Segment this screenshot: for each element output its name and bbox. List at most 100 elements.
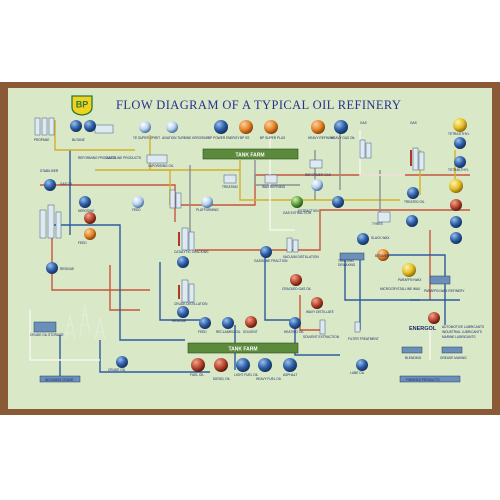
sphere-bp-super-plus [264,120,278,134]
label-treating: TREATING [222,185,238,189]
sphere-treated-oil-top [407,187,419,199]
label-propane: PROPANE [34,138,49,142]
label-vaporising-oil: VAPORISING OIL [148,164,174,168]
sphere-treated-oil [406,215,418,227]
label-microcrystalline-wax: MICROCRYSTALLINE WAX [380,287,421,291]
sphere-kerosine [79,196,91,208]
label-crude-distillation: CRUDE DISTILLATION [174,302,208,306]
sphere-platforming [201,196,213,208]
label-lube-oil: LUBE OIL [350,371,365,375]
label-heavy-refining: HEAVY REFINING [308,136,335,140]
bp-logo: BP [70,94,94,116]
sphere-energol [428,312,440,324]
label-treating-bottom: TREATING [338,259,354,263]
label-reforming-products: REFORMING PRODUCTS [78,156,116,160]
sphere-solvent [245,316,257,328]
sphere-residue [177,306,189,318]
label-gasoline-products: GASOLINE PRODUCTS [106,156,141,160]
sphere-asphalt [283,358,297,372]
label-feed-lower: FEED [198,330,207,334]
label-residue-left: RESIDUE [60,267,74,271]
bp-logo-text: BP [76,100,89,110]
sphere-heating-oil [289,317,301,329]
label-aviation-kerosine: AVIATION TURBINE KEROSINE [162,136,209,140]
sphere-bp-ss [239,120,253,134]
sphere-gas-oil [44,179,56,191]
label-bp-power: BP POWER ENERGY [208,136,240,140]
sphere-cracked-gas-oil [290,274,302,286]
label-marine-lubricants: MARINE LUBRICANTS [442,335,475,339]
sphere-heavy-gas-oil [334,120,348,134]
label-cracked-gas-oil: CRACKED GAS OIL [282,287,311,291]
label-blending: BLENDING [405,356,422,360]
spheres [44,118,467,372]
label-filter-treatment: FILTER TREATMENT [348,337,379,341]
label-finished-products: FINISHED PRODUCTS [406,378,440,382]
sphere-aviation-kerosine [166,121,178,133]
label-reclaimed-oil: RECLAIMED OIL [216,330,241,334]
label-diesel-oil: DIESEL OIL [213,377,230,381]
label-gas-oil: GAS OIL [60,182,73,186]
tank-farm-top-label: TANK FARM [235,153,264,159]
sphere-right-blue1 [450,216,462,228]
sphere-slack-wax [357,233,369,245]
sphere-extraction [332,196,344,208]
sphere-feed-lower [199,317,211,329]
chimneys [178,150,412,299]
label-gas-extraction: GAS EXTRACTION [283,211,312,215]
label-tetraethyl: TETRAETHYL [448,168,469,172]
sphere-gasoline-fraction [260,246,272,258]
label-slack-wax: SLACK WAX [371,236,390,240]
derricks [64,304,106,341]
label-gasoline-fraction: GASOLINE FRACTION [254,259,288,263]
label-residue: RESIDUE [172,319,186,323]
label-feed-left: FEED [78,241,87,245]
sphere-reclaimed [222,317,234,329]
sphere-right-red [450,199,462,211]
sphere-bitumen [377,249,389,261]
label-wax-refining: WAX REFINING [262,185,286,189]
node-labels: PROPANE BUTANE REFORMING PRODUCTS GASOLI… [30,121,484,382]
label-crude-oil-storage: CRUDE OIL STORAGE [30,333,64,337]
label-bp-ss: BP SS [240,136,249,140]
sphere-light-fuel-oil [236,358,250,372]
label-heating-oil: HEATING OIL [284,330,304,334]
label-heavy-fuel-oil: HEAVY FUEL OIL [256,377,282,381]
distillation-columns [34,117,425,335]
label-solvent: SOLVENT [243,330,258,334]
label-platforming: PLATFORMING [196,208,219,212]
sphere-tetra-ethyl [453,118,467,132]
sphere-waxy-distillate [311,297,323,309]
label-gas-right: GAS [410,121,417,125]
label-industrial-lubricants: INDUSTRIAL LUBRICANTS [442,330,482,334]
label-light-fuel-oil: LIGHT FUEL OIL [234,373,258,377]
label-dewaxing: DEWAXING [338,263,356,267]
label-waxy-distillate: WAXY DISTILLATE [306,310,334,314]
label-treated-oil: TREATED OIL [404,200,425,204]
sphere-gas-extraction [291,196,303,208]
label-extraction: EXTRACTION [298,209,319,213]
label-butane: BUTANE [72,138,85,142]
sphere-feed-mid [132,196,144,208]
label-paraffin-wax: PARAFFIN WAX [398,278,422,282]
process-unit-boxes [33,252,463,383]
sphere-feed-left [84,228,96,240]
label-automotive-lubricants: AUTOMOTIVE LUBRICANTS [442,325,484,329]
label-bp-super-plus: BP SUPER PLUS [260,136,285,140]
sphere-tetraethyl [454,156,466,168]
label-incoming-crude: INCOMING CRUDE [45,378,74,382]
sphere-crude-oil [116,356,128,368]
sphere-residue-left [84,212,96,224]
label-solvent-extraction: SOLVENT EXTRACTION [303,335,340,339]
sphere-right-yellow [449,179,463,193]
diagram-panel: BP FLOW DIAGRAM OF A TYPICAL OIL REFINER… [8,88,492,409]
sphere-crude-left [46,262,58,274]
label-bitumen: BITUMEN [375,254,390,258]
label-kerosine: KEROSINE [78,209,94,213]
sphere-lube-oil [356,359,368,371]
label-grease-making: GREASE MAKING [440,356,467,360]
sphere-heavy-fuel-oil [258,358,272,372]
label-vacuum-distillation: VACUUM DISTILLATION [283,255,319,259]
label-feed-mid: FEED [132,208,141,212]
diagram-title: FLOW DIAGRAM OF A TYPICAL OIL REFINERY [116,98,402,112]
